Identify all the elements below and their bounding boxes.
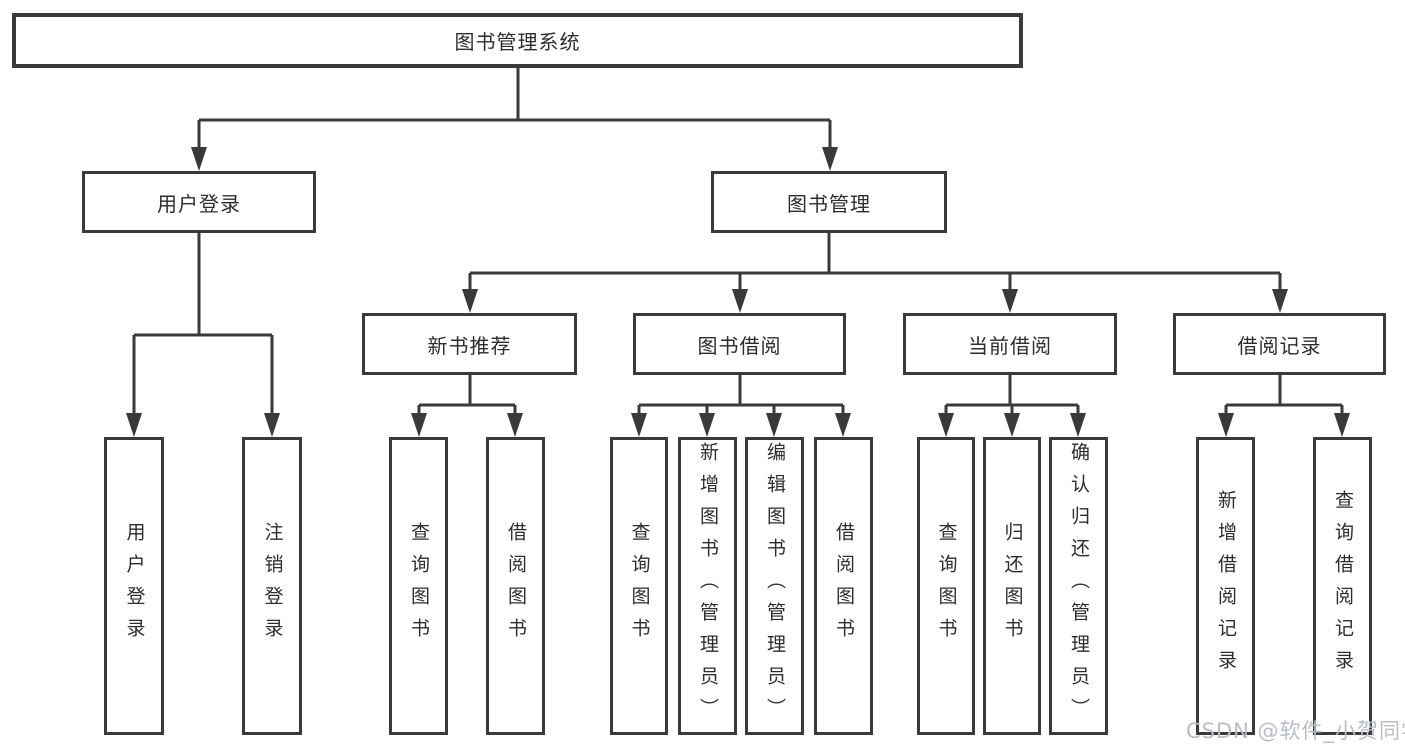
leaf-query-books-borrow: 查询图书 [610, 437, 668, 735]
leaf-query-borrow-record: 查询借阅记录 [1313, 437, 1372, 735]
node-book-management: 图书管理 [711, 171, 947, 233]
node-user-login: 用户登录 [82, 171, 316, 233]
node-label: 借阅图书 [505, 522, 527, 650]
node-new-book-recommend: 新书推荐 [362, 313, 577, 375]
node-label: 图书借阅 [697, 333, 782, 358]
node-label: 注销登录 [261, 522, 284, 650]
node-label: 图书管理系统 [454, 30, 581, 54]
leaf-user-login: 用户登录 [104, 437, 164, 735]
node-label: 图书管理 [787, 191, 871, 216]
leaf-borrow-books-recommend: 借阅图书 [486, 437, 545, 735]
leaf-borrow-books: 借阅图书 [814, 437, 873, 735]
csdn-watermark: CSDN @软件_小贺同学 [1186, 719, 1405, 743]
node-label: 查询图书 [935, 522, 958, 650]
node-label: 新增借阅记录 [1215, 490, 1237, 682]
node-root-system: 图书管理系统 [12, 13, 1023, 68]
node-current-borrow: 当前借阅 [903, 313, 1117, 375]
node-label: 编辑图书（管理员） [764, 442, 786, 730]
node-label: 用户登录 [123, 522, 146, 650]
node-label: 借阅记录 [1237, 333, 1322, 358]
node-label: 确认归还（管理员） [1068, 442, 1090, 730]
leaf-add-borrow-record: 新增借阅记录 [1196, 437, 1255, 735]
node-label: 查询图书 [628, 522, 651, 650]
leaf-query-books-current: 查询图书 [917, 437, 975, 735]
node-label: 查询图书 [408, 522, 430, 650]
node-label: 查询借阅记录 [1332, 490, 1354, 682]
leaf-logout-login: 注销登录 [242, 437, 302, 735]
node-label: 新书推荐 [427, 333, 512, 358]
node-label: 新增图书（管理员） [697, 442, 719, 730]
node-borrow-record: 借阅记录 [1173, 313, 1386, 375]
leaf-edit-books-admin: 编辑图书（管理员） [745, 437, 804, 735]
node-label: 归还图书 [1001, 522, 1024, 650]
leaf-return-books: 归还图书 [983, 437, 1041, 735]
leaf-add-books-admin: 新增图书（管理员） [678, 437, 737, 735]
leaf-query-books-recommend: 查询图书 [389, 437, 448, 735]
leaf-confirm-return-admin: 确认归还（管理员） [1049, 437, 1108, 735]
node-book-borrow: 图书借阅 [633, 313, 846, 375]
node-label: 当前借阅 [968, 333, 1052, 358]
node-label: 用户登录 [157, 191, 241, 216]
node-label: 借阅图书 [833, 522, 855, 650]
arrowheads [126, 147, 1350, 437]
